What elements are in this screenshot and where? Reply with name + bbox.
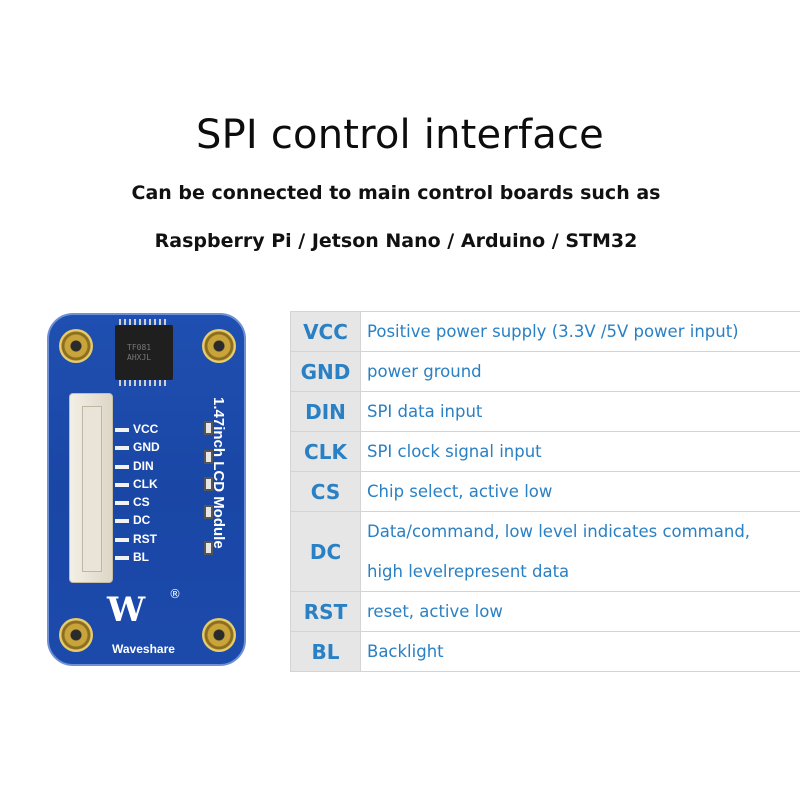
board-pin-label: DC xyxy=(133,513,151,528)
page-title: SPI control interface xyxy=(196,112,604,158)
board-pin-label: DIN xyxy=(133,458,154,473)
board-pin-dc: DC xyxy=(115,512,185,530)
mounting-hole-icon xyxy=(202,618,236,652)
pin-labels: VCC GND DIN CLK CS DC RST BL xyxy=(115,421,185,567)
board-pin-label: GND xyxy=(133,440,160,455)
pin-description-cell: Chip select, active low xyxy=(361,472,800,511)
pin-name-cell: GND xyxy=(291,352,361,391)
pin-description-text: SPI clock signal input xyxy=(367,442,542,461)
table-row: CLK SPI clock signal input xyxy=(291,432,800,472)
table-row: BL Backlight xyxy=(291,632,800,672)
connector-header xyxy=(69,393,113,583)
pin-name-cell: BL xyxy=(291,632,361,671)
pin-description-cell: Positive power supply (3.3V /5V power in… xyxy=(361,312,800,351)
pin-name-cell: DIN xyxy=(291,392,361,431)
board-pin-label: CLK xyxy=(133,476,158,491)
pin-description-table: VCC Positive power supply (3.3V /5V power… xyxy=(290,311,800,672)
pin-name-cell: CS xyxy=(291,472,361,511)
pin-name-cell: VCC xyxy=(291,312,361,351)
smd-component xyxy=(204,505,213,519)
chip-marking: TF081 AHXJL xyxy=(127,343,152,362)
table-row: GND power ground xyxy=(291,352,800,392)
pin-description-text: reset, active low xyxy=(367,602,503,621)
lcd-module-board: TF081 AHXJL VCC GND DIN CLK CS DC RST BL 1.47in… xyxy=(47,313,246,666)
pin-description-cell: Backlight xyxy=(361,632,800,671)
pin-name-cell: DC xyxy=(291,512,361,591)
subtitle-line-1: Can be connected to main control boards … xyxy=(131,182,661,204)
mounting-hole-icon xyxy=(202,329,236,363)
pin-description-text: Data/command, low level indicates comman… xyxy=(367,522,751,542)
board-pin-clk: CLK xyxy=(115,476,185,494)
smd-component xyxy=(204,541,213,555)
pin-description-text: high levelrepresent data xyxy=(367,561,570,581)
pin-name-cell: CLK xyxy=(291,432,361,471)
board-pin-cs: CS xyxy=(115,494,185,512)
pin-description-text: Chip select, active low xyxy=(367,482,553,501)
pin-description-text: Backlight xyxy=(367,642,444,661)
table-row: RST reset, active low xyxy=(291,592,800,632)
mounting-hole-icon xyxy=(59,329,93,363)
pin-description-cell: SPI data input xyxy=(361,392,800,431)
table-row: CS Chip select, active low xyxy=(291,472,800,512)
board-pin-gnd: GND xyxy=(115,439,185,457)
pin-description-cell: Data/command, low level indicates comman… xyxy=(361,512,800,591)
pin-name-cell: RST xyxy=(291,592,361,631)
pin-description-text: SPI data input xyxy=(367,402,483,421)
board-pin-vcc: VCC xyxy=(115,421,185,439)
pin-description-cell: power ground xyxy=(361,352,800,391)
table-row: DC Data/command, low level indicates comm… xyxy=(291,512,800,592)
board-pin-label: RST xyxy=(133,531,157,546)
pin-description-cell: SPI clock signal input xyxy=(361,432,800,471)
module-name: 1.47inch LCD Module xyxy=(210,397,227,549)
board-pin-label: CS xyxy=(133,495,150,510)
pin-description-text: Positive power supply (3.3V /5V power in… xyxy=(367,322,739,341)
mounting-hole-icon xyxy=(59,618,93,652)
brand-name: Waveshare xyxy=(112,642,175,656)
waveshare-logo-icon: W xyxy=(107,590,145,630)
smd-component xyxy=(204,450,213,464)
registered-mark: ® xyxy=(169,587,181,601)
board-pin-label: VCC xyxy=(133,422,159,436)
board-pin-rst: RST xyxy=(115,531,185,549)
smd-component xyxy=(204,477,213,491)
table-row: DIN SPI data input xyxy=(291,392,800,432)
board-pin-din: DIN xyxy=(115,458,185,476)
subtitle-line-2: Raspberry Pi / Jetson Nano / Arduino / S… xyxy=(154,230,638,252)
pin-description-cell: reset, active low xyxy=(361,592,800,631)
board-pin-bl: BL xyxy=(115,549,185,567)
smd-component xyxy=(204,421,213,435)
table-row: VCC Positive power supply (3.3V /5V power… xyxy=(291,312,800,352)
level-shifter-chip: TF081 AHXJL xyxy=(115,319,173,386)
pin-description-text: power ground xyxy=(367,362,482,381)
board-pin-label: BL xyxy=(133,550,149,565)
